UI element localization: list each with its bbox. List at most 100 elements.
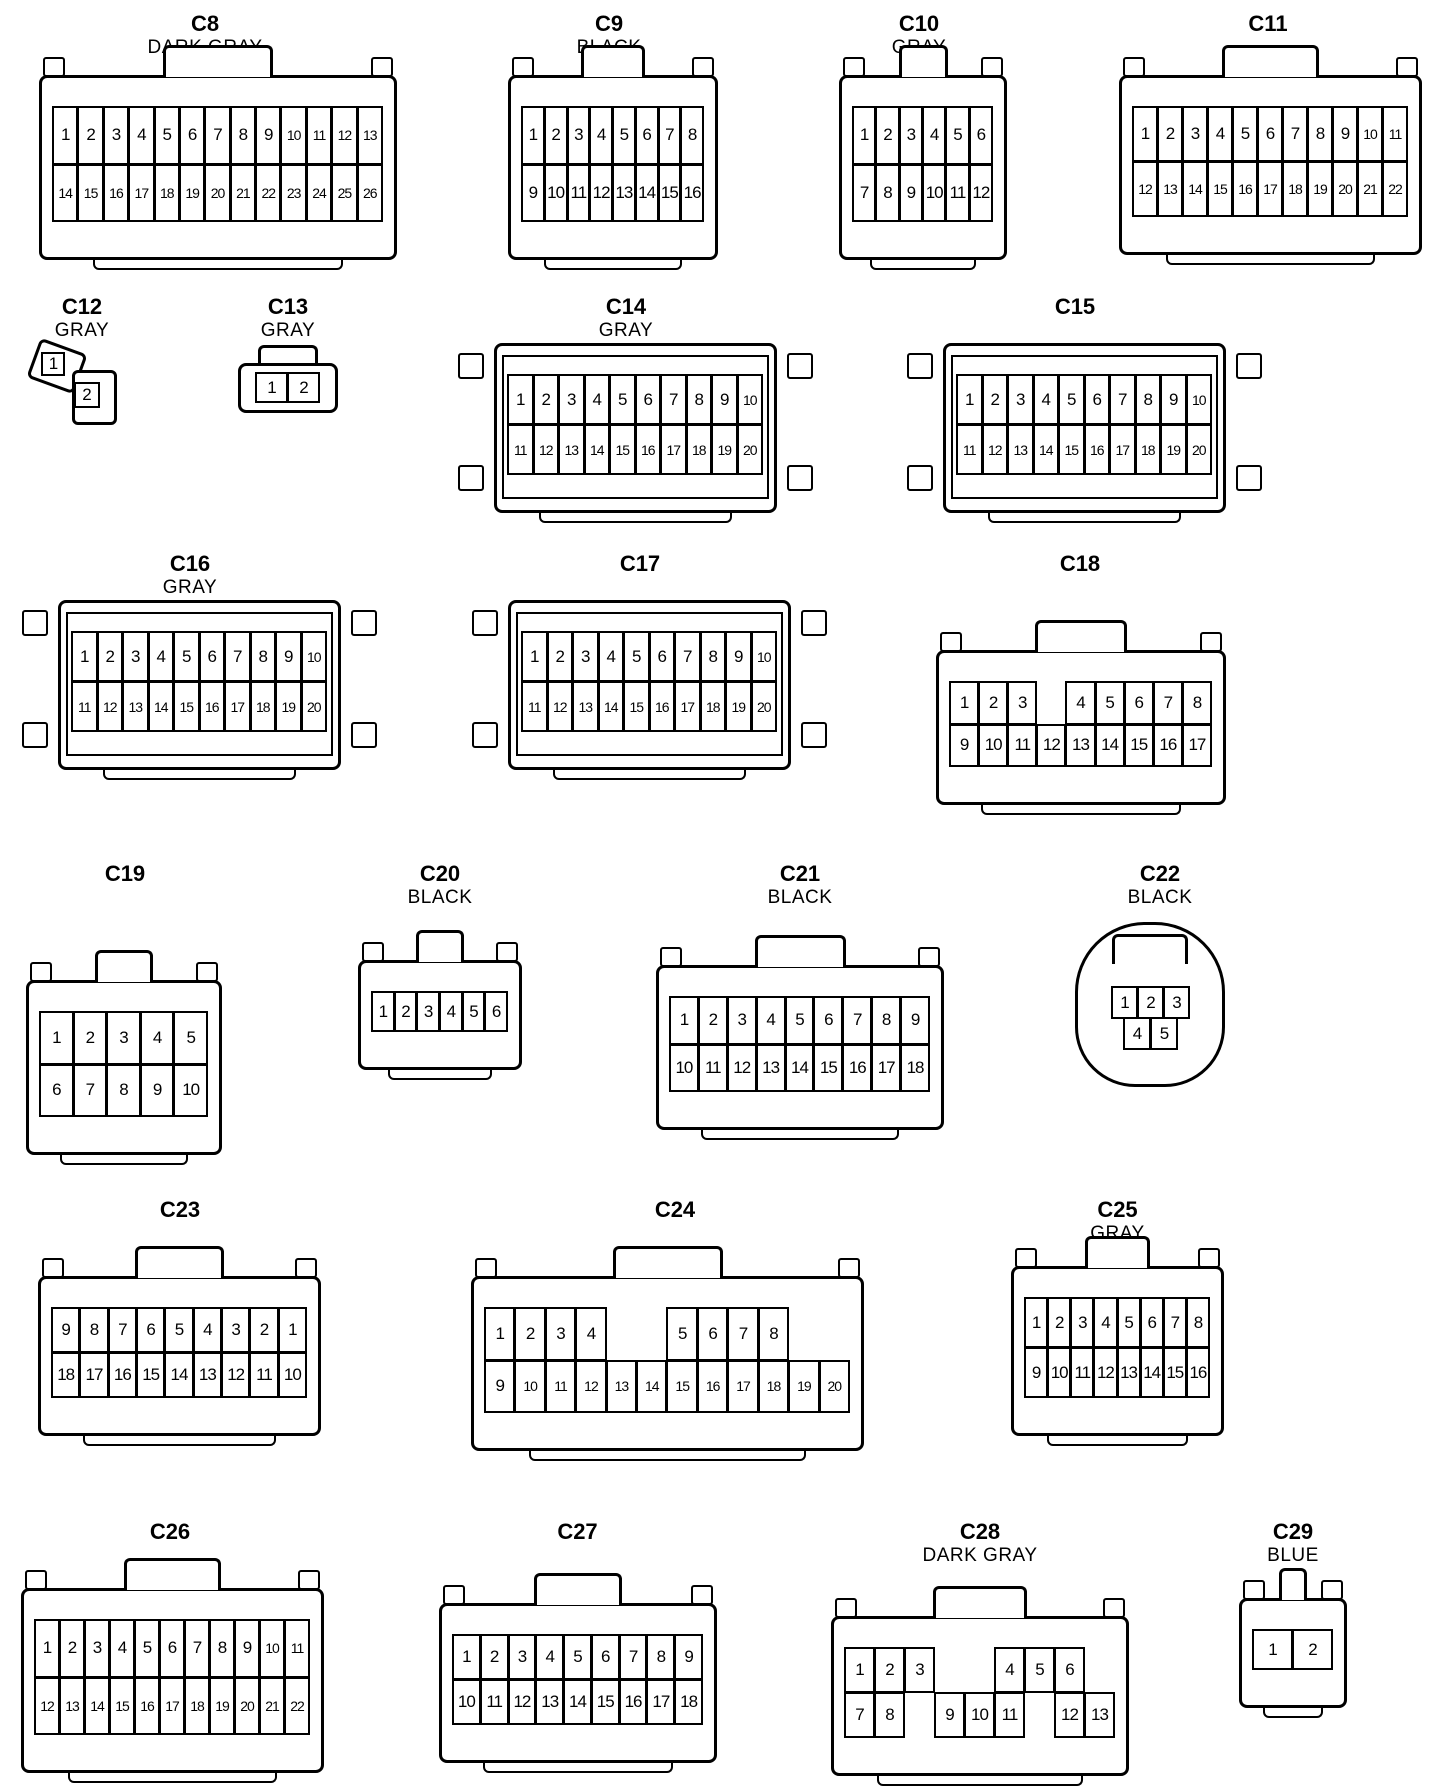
pin-cell: 4	[147, 631, 174, 682]
pin-cell: 9	[674, 1634, 703, 1680]
pin-cell: 7	[657, 106, 682, 165]
pin-cell: 6	[648, 631, 675, 682]
pin-cell: 20	[204, 163, 231, 222]
pin-cell: 2	[249, 1307, 279, 1353]
pin-cell: 3	[106, 1011, 141, 1065]
side-tab	[371, 57, 393, 77]
pin-cell: 1	[844, 1647, 875, 1693]
pin-cell: 9	[1024, 1347, 1049, 1398]
pin-gap	[965, 1648, 995, 1693]
pin-cell: 3	[1007, 374, 1034, 425]
pin-cell: 7	[618, 1634, 648, 1680]
pin-cell: 4	[1093, 1297, 1118, 1348]
pin-cell: 12	[726, 1043, 757, 1092]
pin-cell: 9	[1160, 374, 1187, 425]
pin-cell: 13	[1007, 424, 1034, 475]
pin-cell: 6	[1123, 681, 1154, 725]
pin-cell: 8	[229, 106, 257, 165]
pin-cell: 3	[726, 996, 757, 1045]
pin-cell: 10	[750, 631, 777, 682]
inner-frame	[516, 612, 783, 756]
pin-cell: 10	[922, 163, 947, 222]
pin-cell: 8	[699, 631, 726, 682]
latch	[1085, 1236, 1150, 1268]
housing-footer	[483, 1761, 673, 1773]
pin-cell: 5	[612, 106, 636, 165]
pin-cell: 10	[514, 1359, 546, 1413]
side-tab	[918, 947, 940, 967]
pin-cell: 11	[249, 1352, 279, 1398]
housing-footer	[877, 1774, 1083, 1786]
pin-cell: 13	[612, 163, 636, 222]
pin-cell: 10	[964, 1692, 995, 1738]
pin-cell: 24	[305, 163, 333, 222]
pin-cell: 15	[77, 163, 104, 222]
pin-cell: 10	[736, 374, 763, 425]
latch	[258, 345, 318, 365]
pin-cell: 5	[784, 996, 815, 1045]
pin-cell: 14	[784, 1043, 815, 1092]
side-tab	[801, 722, 827, 748]
pin-cell: 12	[221, 1352, 251, 1398]
pin-cell: 10	[1047, 1347, 1072, 1398]
pin-cell: 10	[259, 1619, 285, 1678]
pin-cell: 12	[532, 424, 559, 475]
pin-gap	[1025, 1693, 1055, 1738]
housing-footer	[60, 1153, 188, 1165]
side-tab	[1198, 1248, 1220, 1268]
side-tab	[458, 465, 484, 491]
pin-cell: 15	[813, 1043, 844, 1092]
connector-label: C9	[594, 11, 624, 36]
pin-cell: 15	[173, 681, 200, 732]
pin-cell: 7	[852, 163, 877, 222]
pin-cell: 17	[727, 1359, 759, 1413]
pin-cell: 6	[39, 1063, 74, 1117]
pin-cell: 22	[255, 163, 282, 222]
pin-cell: 2	[514, 1307, 546, 1361]
connector-color-label: DARK GRAY	[922, 1545, 1038, 1566]
pin-cell: 1	[52, 106, 79, 165]
pin-cell: 2	[981, 374, 1008, 425]
pin-cell: 1	[71, 631, 98, 682]
pin-cell: 4	[1123, 1017, 1151, 1050]
latch	[416, 930, 464, 962]
latch	[754, 935, 846, 967]
pin-cell: 3	[84, 1619, 110, 1678]
pin-cell: 13	[356, 106, 383, 165]
side-tab	[351, 610, 377, 636]
side-tab	[660, 947, 682, 967]
pin-cell: 8	[1134, 374, 1161, 425]
pin-cell: 1	[255, 372, 288, 403]
pin-cell: 5	[945, 106, 970, 165]
pin-cell: 16	[1232, 161, 1258, 217]
pin-cell: 17	[646, 1679, 676, 1725]
pin-cell: 15	[1162, 1347, 1187, 1398]
pin-cell: 1	[1252, 1629, 1293, 1670]
pin-cell: 17	[1109, 424, 1136, 475]
connector-label: C24	[654, 1197, 696, 1222]
pin-cell: 10	[543, 163, 568, 222]
pin-cell: 4	[1065, 681, 1096, 725]
pin-cell: 2	[72, 1011, 108, 1065]
pin-cell: 3	[1182, 106, 1208, 162]
pin-cell: 7	[842, 996, 873, 1045]
pin-cell: 18	[1134, 424, 1161, 475]
